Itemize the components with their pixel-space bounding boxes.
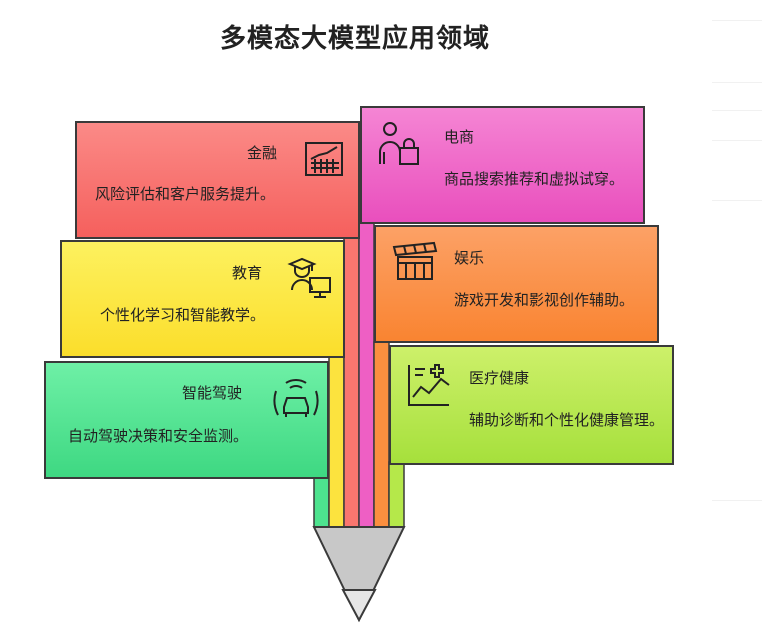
self-driving-car-icon	[272, 377, 320, 421]
card-description: 商品搜索推荐和虚拟试穿。	[444, 170, 625, 188]
card-ecommerce: 电商 商品搜索推荐和虚拟试穿。	[360, 106, 645, 224]
card-title: 医疗健康	[469, 369, 530, 387]
stripe-education	[328, 354, 345, 528]
card-description: 风险评估和客户服务提升。	[95, 185, 276, 203]
page-title: 多模态大模型应用领域	[219, 24, 490, 54]
card-description: 游戏开发和影视创作辅助。	[454, 291, 635, 309]
card-title: 电商	[444, 128, 475, 146]
finance-chart-icon	[303, 139, 347, 179]
divider	[712, 140, 762, 141]
graduate-computer-icon	[286, 254, 334, 302]
divider	[712, 110, 762, 111]
stripe-ecommerce	[358, 221, 375, 528]
card-title: 金融	[247, 144, 278, 162]
pencil-tip	[312, 526, 406, 623]
film-clapper-icon	[392, 241, 438, 285]
card-description: 自动驾驶决策和安全监测。	[68, 427, 249, 445]
divider	[712, 82, 762, 83]
card-description: 辅助诊断和个性化健康管理。	[469, 411, 665, 429]
stripe-entertainment	[373, 341, 390, 528]
divider	[712, 200, 762, 201]
card-description: 个性化学习和智能教学。	[100, 306, 266, 324]
card-education: 教育 个性化学习和智能教学。	[60, 240, 345, 358]
card-autodrive: 智能驾驶 自动驾驶决策和安全监测。	[44, 361, 329, 479]
divider	[712, 500, 762, 501]
card-finance: 金融 风险评估和客户服务提升。	[75, 121, 360, 239]
card-title: 娱乐	[454, 249, 485, 267]
stripe-healthcare	[388, 461, 405, 528]
medical-chart-icon	[405, 361, 453, 409]
stripe-finance	[343, 237, 360, 528]
divider	[712, 20, 762, 21]
card-title: 智能驾驶	[182, 384, 243, 402]
card-entertainment: 娱乐 游戏开发和影视创作辅助。	[374, 225, 659, 343]
card-title: 教育	[232, 264, 263, 282]
shopper-bag-icon	[374, 120, 424, 168]
pencil-lead	[341, 589, 377, 623]
card-healthcare: 医疗健康 辅助诊断和个性化健康管理。	[389, 345, 674, 465]
